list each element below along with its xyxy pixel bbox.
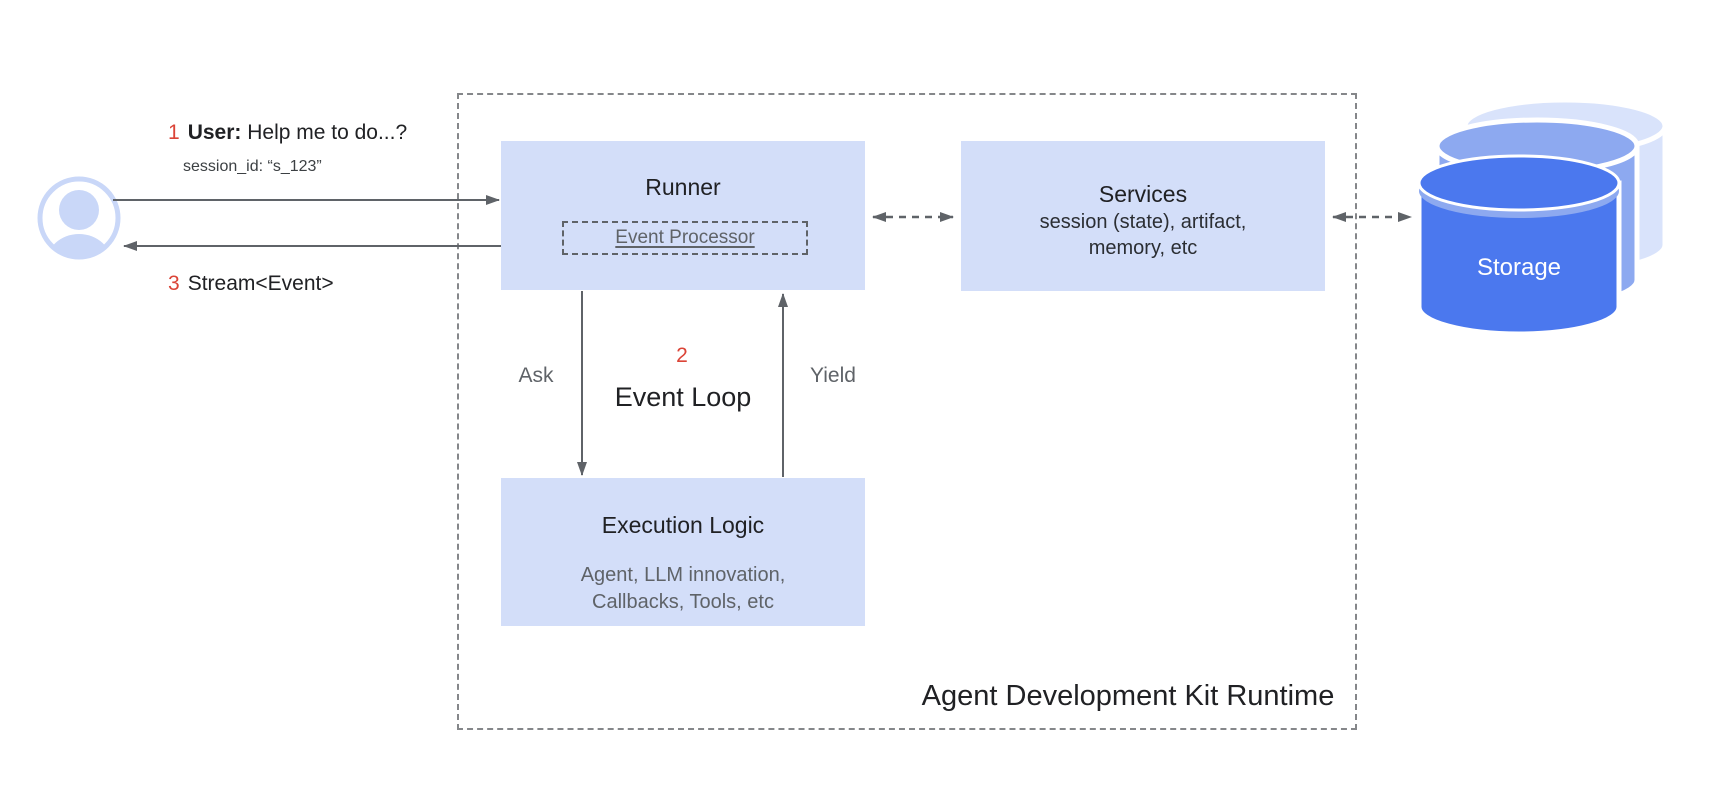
yield-label: Yield	[810, 364, 856, 387]
step3-stream-label: 3 Stream<Event>	[168, 272, 334, 296]
execution-logic-line1: Agent, LLM innovation,	[580, 564, 786, 586]
services-title: Services	[1098, 181, 1188, 207]
runner-box: Runner Event Processor	[501, 141, 865, 290]
services-line1: session (state), artifact,	[1039, 211, 1247, 233]
storage-cylinder-front	[1416, 154, 1622, 337]
services-description: session (state), artifact, memory, etc	[961, 209, 1325, 261]
runtime-caption: Agent Development Kit Runtime	[921, 680, 1335, 712]
event-loop-title: Event Loop	[614, 382, 752, 412]
execution-logic-line2: Callbacks, Tools, etc	[592, 591, 774, 613]
step1-number: 1	[168, 121, 180, 144]
runtime-boundary-frame	[457, 93, 1357, 730]
services-line2: memory, etc	[1088, 237, 1198, 259]
user-request-text: Help me to do...?	[247, 121, 408, 144]
user-label: User:	[187, 121, 242, 144]
ask-label: Ask	[518, 364, 554, 387]
step3-number: 3	[168, 272, 180, 295]
stream-event-text: Stream<Event>	[187, 272, 334, 295]
step2-number: 2	[676, 344, 688, 367]
execution-logic-title: Execution Logic	[601, 512, 765, 538]
storage-label: Storage	[1476, 254, 1562, 281]
services-box: Services session (state), artifact, memo…	[961, 141, 1325, 291]
event-processor-label: Event Processor	[615, 227, 755, 248]
session-id-label: session_id: “s_123”	[183, 158, 322, 175]
execution-logic-box: Execution Logic Agent, LLM innovation, C…	[501, 478, 865, 626]
runner-title: Runner	[645, 174, 721, 200]
storage-database-icon	[1416, 97, 1668, 337]
execution-logic-description: Agent, LLM innovation, Callbacks, Tools,…	[501, 562, 865, 616]
event-processor-box: Event Processor	[562, 221, 808, 255]
step1-user-request-label: 1 User: Help me to do...?	[168, 121, 407, 145]
user-avatar-icon	[37, 176, 121, 260]
